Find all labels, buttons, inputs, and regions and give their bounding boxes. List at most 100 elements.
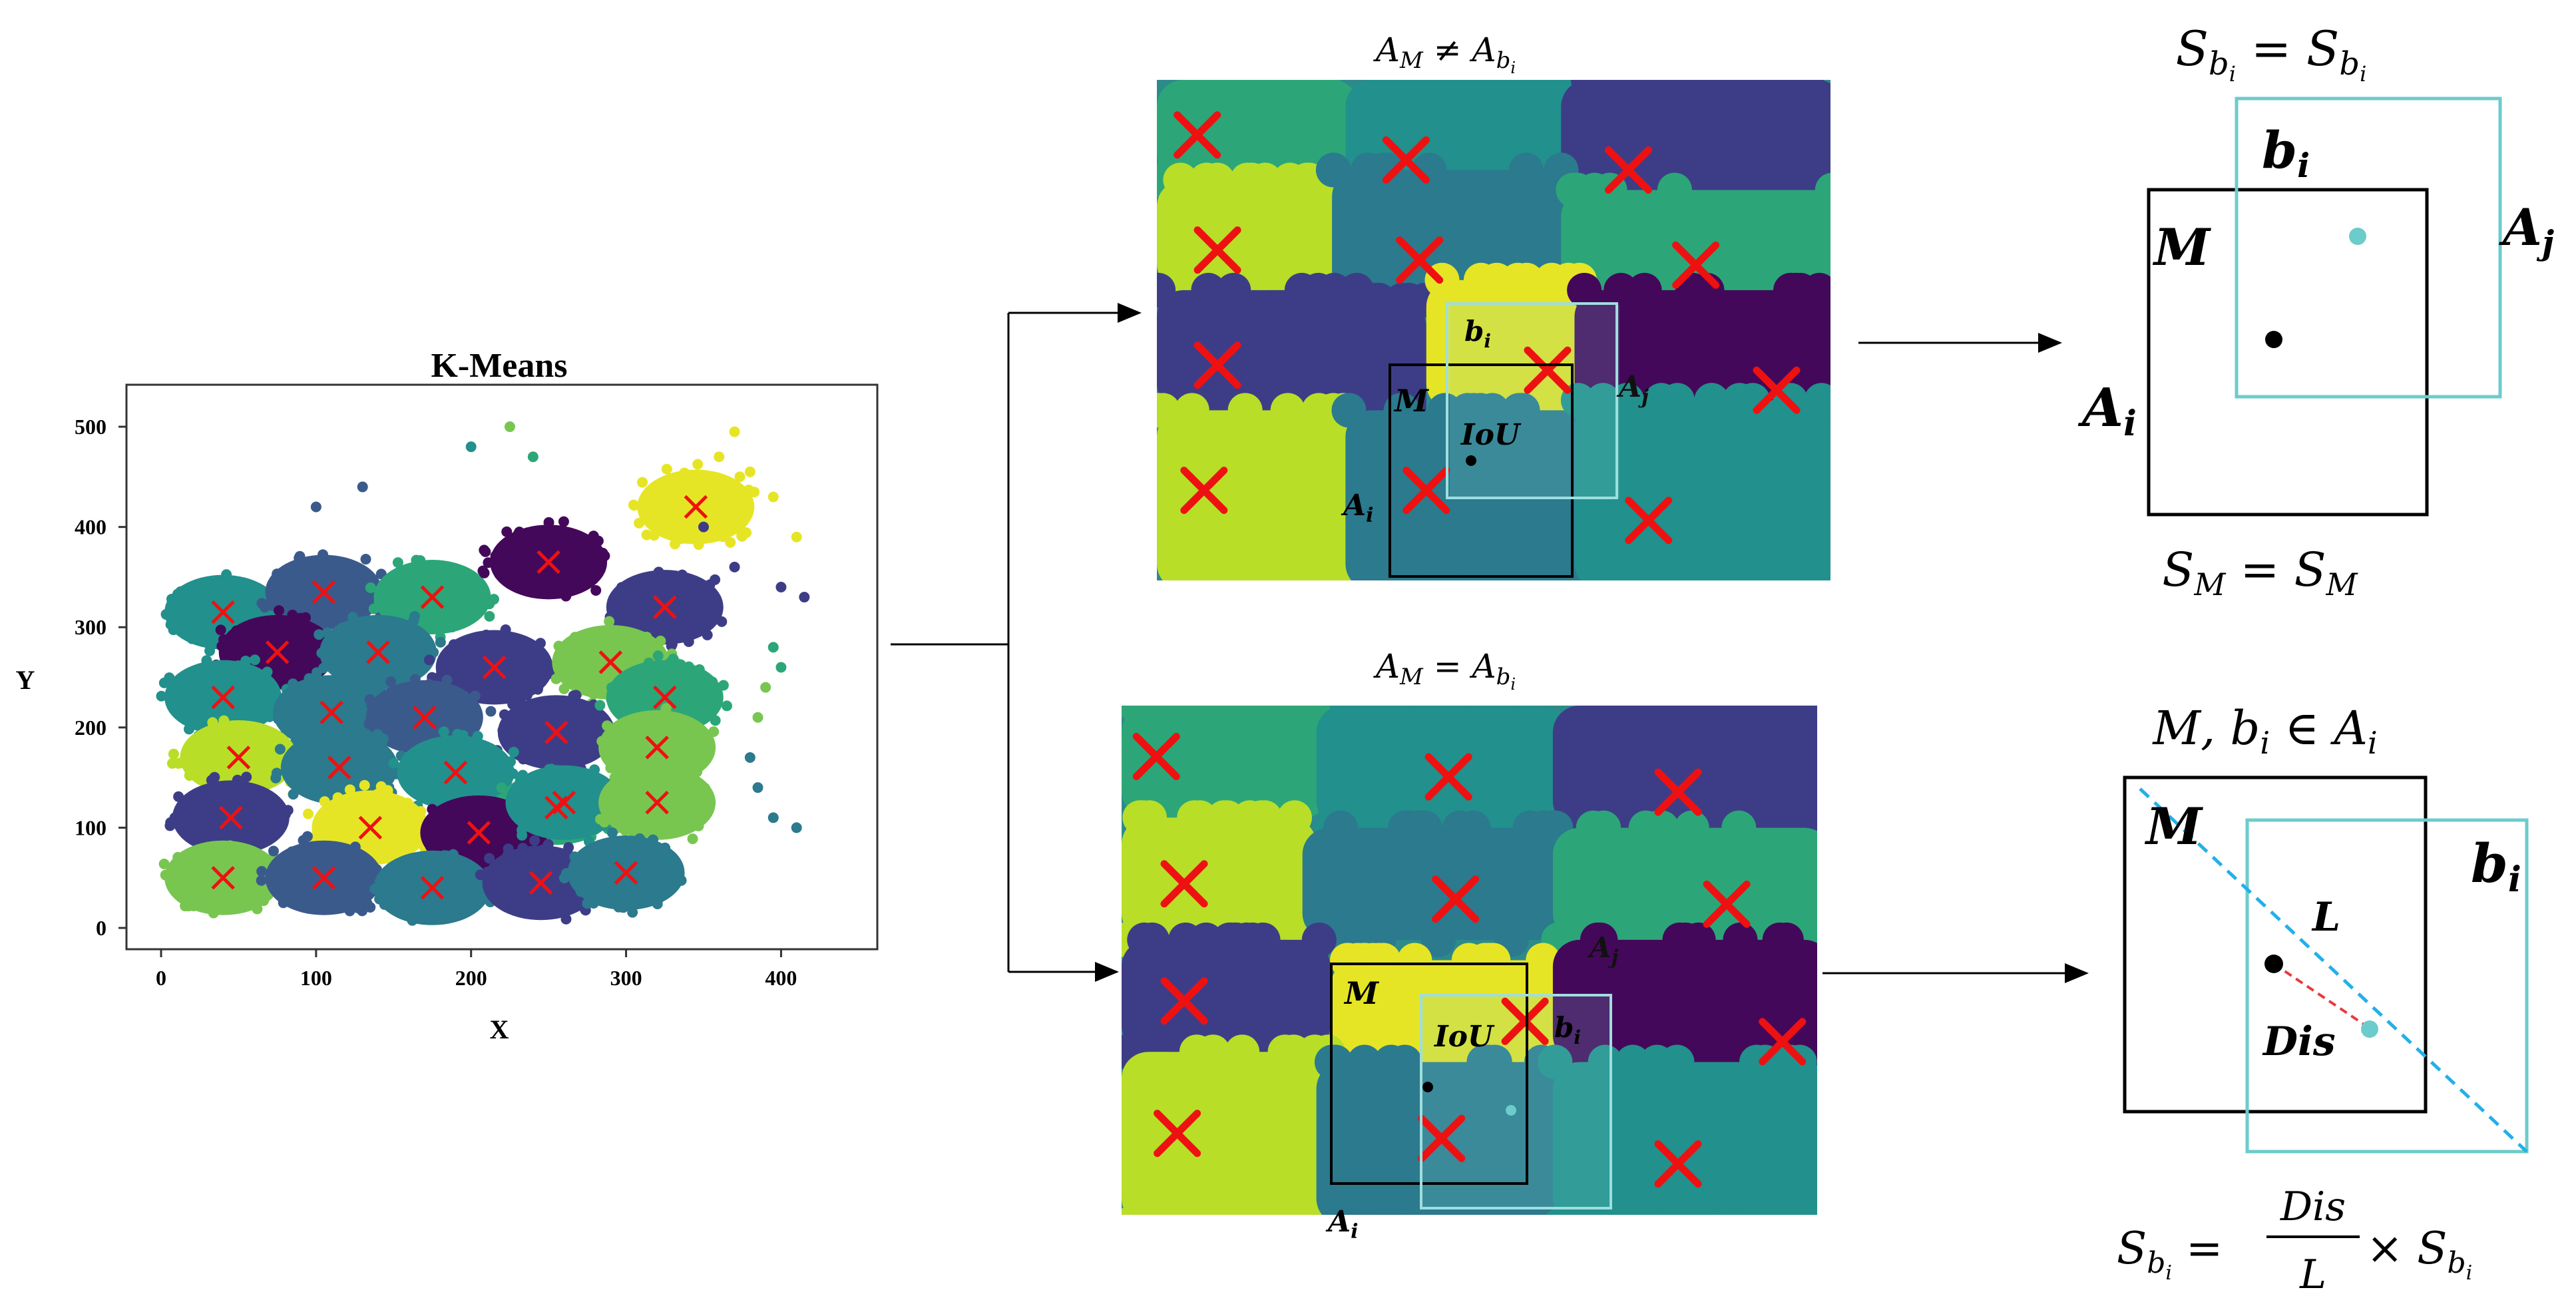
kmeans-x-tick-label: 400 — [765, 966, 797, 990]
top-label-aj: Aj — [1616, 370, 1649, 409]
kmeans-centroid — [358, 815, 383, 840]
right-bottom-label-bi: bi — [2471, 832, 2521, 900]
right-bottom-box-bi — [2245, 818, 2529, 1154]
right-top-label-m: M — [2152, 218, 2211, 277]
bottom-center-m — [1422, 1082, 1433, 1092]
bottom-label-iou: IoU — [1433, 1020, 1495, 1054]
kmeans-centroid — [420, 585, 445, 609]
kmeans-outlier-point — [465, 441, 477, 453]
map-centroid — [1193, 341, 1241, 389]
map-centroid — [1193, 226, 1241, 274]
kmeans-outlier-point — [714, 451, 725, 463]
cluster-region — [1122, 1034, 1346, 1215]
kmeans-centroid — [467, 821, 491, 845]
kmeans-outlier-point — [752, 712, 763, 723]
kmeans-cluster — [156, 654, 292, 742]
kmeans-outlier-point — [760, 682, 771, 693]
right-bottom-diagonal-line — [2139, 787, 2528, 1153]
right-bottom-box-m — [2123, 775, 2428, 1114]
kmeans-outlier-point — [729, 561, 740, 572]
right-top-formula: Sbi = Sbi — [2176, 21, 2367, 87]
right-top-label-bi: bi — [2262, 120, 2310, 185]
bottom-cluster-map — [1122, 706, 1817, 1215]
top-panel-heading: AM ≠ Abi — [1373, 31, 1516, 77]
map-centroid — [1672, 241, 1720, 289]
kmeans-centroid — [211, 865, 235, 890]
map-centroid — [1160, 977, 1208, 1025]
top-box-m — [1389, 363, 1574, 578]
kmeans-y-tick-label: 200 — [75, 716, 107, 740]
kmeans-y-tick-label: 300 — [75, 615, 107, 639]
kmeans-outlier-point — [752, 782, 763, 793]
right-bottom-formula: M, bi ∈ Ai — [2151, 701, 2377, 761]
split-connector — [891, 303, 1142, 982]
kmeans-outlier-point — [767, 812, 779, 823]
kmeans-outlier-point — [775, 662, 787, 673]
kmeans-title: K-Means — [431, 347, 567, 385]
map-centroid — [1654, 1140, 1702, 1188]
right-bottom-dis-line — [2272, 963, 2368, 1028]
map-centroid — [1654, 768, 1702, 816]
kmeans-centroid — [219, 805, 243, 830]
kmeans-centroid — [645, 790, 669, 815]
right-bottom-final-formula: Sbi = Dis L × Sbi — [2117, 1184, 2472, 1298]
right-bottom-label-l: L — [2311, 894, 2340, 941]
top-panel: AM ≠ Abi bi M IoU Aj Ai — [1157, 31, 1830, 580]
cluster-region — [1331, 393, 1605, 580]
kmeans-y-label: Y — [16, 665, 35, 695]
right-top-diagram: Sbi = Sbi bi M Aj Ai SM = SM — [2077, 21, 2554, 602]
kmeans-centroid — [653, 595, 677, 619]
kmeans-centroid — [366, 640, 390, 664]
kmeans-centroid — [653, 685, 677, 710]
right-top-center-m — [2265, 331, 2282, 348]
top-box-bi — [1446, 302, 1618, 499]
kmeans-centroid — [327, 756, 351, 779]
kmeans-outlier-point — [744, 752, 755, 763]
kmeans-centroid — [211, 600, 235, 624]
right-top-bottom-formula: SM = SM — [2162, 543, 2358, 602]
kmeans-outlier-point — [527, 451, 538, 463]
kmeans-outlier-point — [729, 426, 740, 437]
kmeans-centroid-markers — [211, 495, 708, 900]
kmeans-y-tick-label: 400 — [75, 515, 107, 539]
kmeans-centroid — [312, 580, 336, 604]
kmeans-centroid — [265, 640, 290, 664]
kmeans-centroid — [529, 871, 553, 895]
map-centroid — [1382, 136, 1430, 184]
map-centroid — [1753, 366, 1801, 414]
right-top-box-m — [2147, 188, 2429, 517]
kmeans-outlier-point — [698, 521, 709, 533]
map-centroid — [1180, 467, 1228, 515]
kmeans-y-tick-label: 100 — [75, 815, 107, 839]
kmeans-centroid — [226, 746, 251, 769]
cluster-region — [1538, 1044, 1817, 1215]
map-centroid — [1132, 733, 1180, 780]
right-bottom-diagram: M, bi ∈ Ai M bi L Dis Sbi = Dis L × Sbi — [2117, 701, 2529, 1298]
kmeans-centroid — [482, 655, 507, 680]
map-centroid — [1396, 236, 1444, 284]
kmeans-outlier-point — [357, 481, 368, 493]
right-top-box-bi — [2235, 97, 2502, 399]
kmeans-x-tick-label: 200 — [455, 966, 487, 990]
kmeans-centroid — [544, 720, 568, 745]
map-centroid — [1604, 146, 1652, 194]
top-centroid-markers — [1174, 111, 1801, 545]
kmeans-outlier-point — [744, 466, 755, 477]
kmeans-centroid — [537, 550, 560, 574]
kmeans-outlier-point — [504, 421, 515, 433]
kmeans-outlier-point — [799, 592, 810, 603]
right-top-label-aj: Aj — [2499, 198, 2554, 262]
kmeans-centroid — [312, 865, 336, 890]
map-centroid — [1432, 875, 1480, 923]
kmeans-centroid — [552, 790, 576, 815]
kmeans-outlier-point — [310, 501, 322, 513]
kmeans-outlier-point — [791, 531, 802, 543]
bottom-box-bi — [1420, 994, 1612, 1209]
kmeans-outlier-point — [791, 822, 802, 833]
kmeans-outlier-point — [767, 491, 779, 503]
svg-text:Sbi =: Sbi = — [2117, 1223, 2223, 1285]
kmeans-centroid — [211, 685, 235, 710]
map-centroid — [1424, 753, 1472, 801]
